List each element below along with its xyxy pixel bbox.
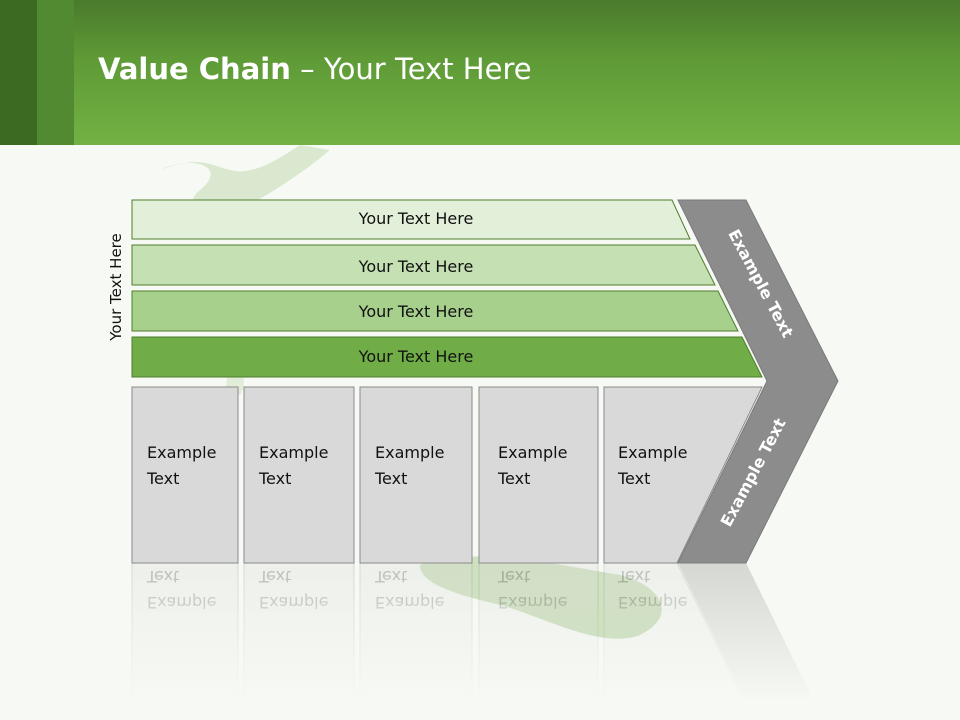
primary-box-shape (359, 386, 473, 564)
primary-box-line1: Example (618, 443, 687, 462)
reflection-line1: Example (147, 593, 216, 612)
primary-box-shape (603, 386, 763, 564)
primary-box-line1: Example (375, 443, 444, 462)
primary-activity-box: Example Text (478, 386, 599, 564)
primary-box-line2: Text (374, 469, 407, 488)
slide-title: Value Chain – Your Text Here (98, 52, 532, 87)
primary-box-line2: Text (497, 469, 530, 488)
reflection-line1: Example (498, 593, 567, 612)
side-label: Your Text Here (107, 233, 125, 341)
reflection-line1: Example (375, 593, 444, 612)
reflection-line2: Text (617, 567, 650, 586)
support-row: Your Text Here (131, 244, 716, 286)
primary-box-line1: Example (259, 443, 328, 462)
header-accent-band (0, 0, 37, 145)
reflection-line2: Text (374, 567, 407, 586)
primary-box-shape (131, 386, 239, 564)
support-row-shape (131, 290, 739, 332)
support-row-label: Your Text Here (358, 302, 474, 321)
support-row-label: Your Text Here (358, 209, 474, 228)
support-row: Your Text Here (131, 290, 739, 332)
primary-box-shape (243, 386, 355, 564)
reflection-line2: Text (258, 567, 291, 586)
support-row-shape (131, 199, 691, 240)
support-row: Your Text Here (131, 336, 763, 378)
reflection-line1: Example (259, 593, 328, 612)
reflection-line2: Text (146, 567, 179, 586)
primary-activity-box: Example Text (243, 386, 355, 564)
primary-activity-box: Example Text (131, 386, 239, 564)
reflection-line1: Example (618, 593, 687, 612)
support-row-label: Your Text Here (358, 347, 474, 366)
title-bold: Value Chain (98, 52, 291, 86)
primary-box-line2: Text (258, 469, 291, 488)
header-accent-band (37, 0, 74, 145)
primary-box-line2: Text (146, 469, 179, 488)
diagram-reflection: Example Text Example Text Example Text E… (131, 563, 815, 703)
title-rest: Your Text Here (323, 52, 532, 86)
support-row-shape (131, 336, 763, 378)
header-bar (0, 0, 960, 145)
primary-box-line2: Text (617, 469, 650, 488)
title-dash: – (290, 52, 324, 86)
primary-box-line1: Example (147, 443, 216, 462)
primary-box-line1: Example (498, 443, 567, 462)
primary-activity-box: Example Text (359, 386, 473, 564)
margin-chevron-shape (677, 199, 839, 564)
support-row: Your Text Here (131, 199, 691, 240)
reflection-line2: Text (497, 567, 530, 586)
support-row-shape (131, 244, 716, 286)
support-row-label: Your Text Here (358, 257, 474, 276)
primary-activity-box: Example Text (603, 386, 763, 564)
primary-box-shape (478, 386, 599, 564)
